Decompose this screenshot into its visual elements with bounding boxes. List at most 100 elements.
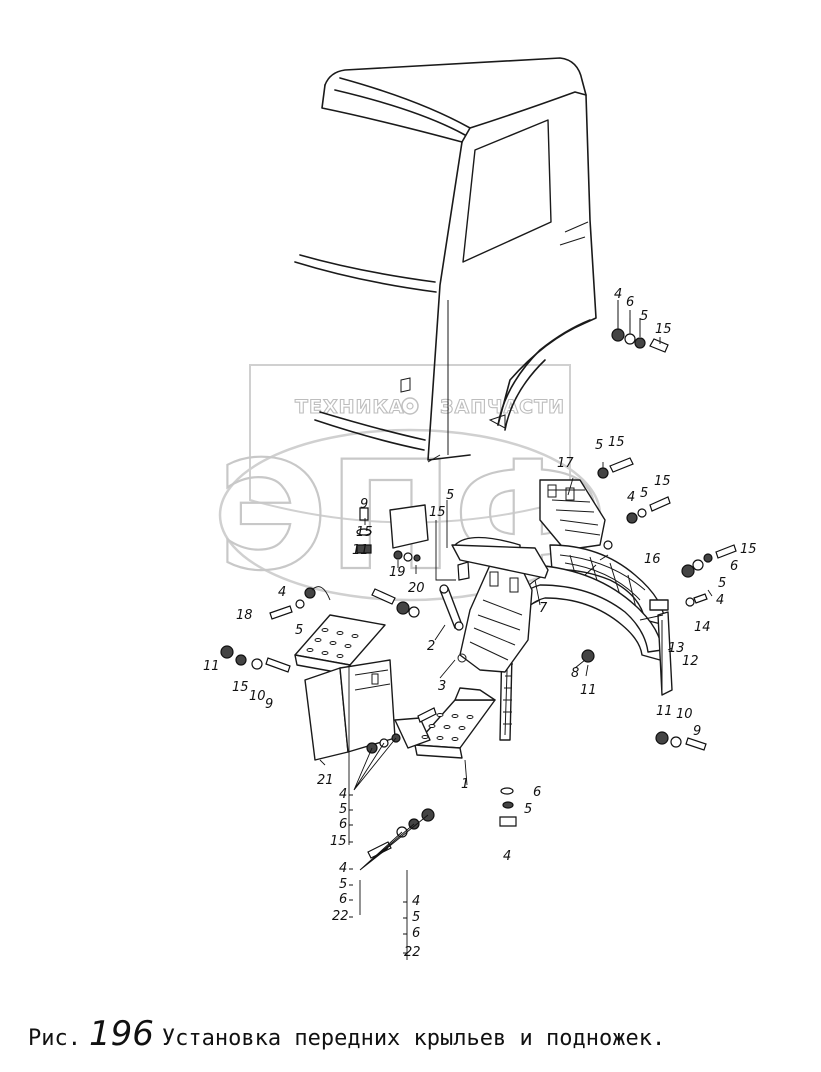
callout-label: 22	[332, 909, 349, 924]
callout-label: 5	[339, 877, 347, 892]
callout-label: 10	[676, 707, 693, 722]
lock-washer-icon	[703, 553, 713, 563]
callout-label: 5	[640, 309, 648, 324]
bolt-icon	[359, 507, 369, 521]
callout-label: 6	[339, 817, 347, 832]
part-13-bracket	[649, 593, 708, 611]
callout-label: 15	[330, 834, 347, 849]
callout-label: 14	[694, 620, 711, 635]
callout-label: 5	[446, 488, 454, 503]
nut-icon	[681, 564, 695, 578]
hardware-group-bottom	[499, 787, 517, 827]
lock-washer-icon	[634, 337, 646, 349]
callout-labels: 4 6 5 15 5 15 17 4 5 15 9 5 15 15 11 19 …	[203, 287, 757, 960]
nut-icon	[356, 544, 372, 554]
part-11-nut	[581, 649, 595, 663]
callout-label: 4	[412, 894, 420, 909]
callout-label: 4	[339, 787, 347, 802]
callout-label: 5	[295, 623, 303, 638]
callout-label: 16	[644, 552, 661, 567]
washer-icon	[251, 658, 263, 670]
callout-label: 5	[412, 910, 420, 925]
caption-prefix: Рис.	[28, 1026, 81, 1051]
washer-icon	[637, 508, 647, 518]
callout-label: 6	[412, 926, 420, 941]
part-12-mud-flap	[657, 611, 673, 696]
part-7-top-bar	[451, 544, 549, 579]
callout-label: 11	[203, 659, 220, 674]
callout-label: 15	[356, 525, 373, 540]
callout-label: 5	[524, 802, 532, 817]
part-7-shield	[451, 544, 549, 673]
exploded-view-diagram: ТЕХНИКА ЗАПЧАСТИ ЭПФ	[203, 57, 757, 960]
hardware-stack-9-15-11	[356, 507, 372, 554]
callout-label: 4	[278, 585, 286, 600]
watermark-text-left: ТЕХНИКА	[295, 396, 405, 418]
callout-label: 6	[730, 559, 738, 574]
bolt-icon	[269, 605, 293, 620]
nut-icon	[220, 645, 234, 659]
callout-label: 11	[580, 683, 597, 698]
callout-label: 7	[539, 601, 548, 616]
callout-label: 6	[533, 785, 541, 800]
nut-icon	[396, 601, 410, 615]
callout-label: 20	[408, 581, 425, 596]
callout-label: 3	[438, 679, 446, 694]
nut-icon	[611, 328, 625, 342]
hardware-group-right	[681, 544, 737, 578]
callout-label: 9	[265, 697, 273, 712]
bolt-icon	[693, 593, 708, 604]
callout-label: 11	[352, 543, 369, 558]
truck-cab	[294, 57, 597, 463]
part-1-lower-step	[394, 687, 496, 759]
washer-icon	[408, 606, 420, 618]
washer-icon	[597, 467, 609, 479]
callout-label: 15	[232, 680, 249, 695]
bolt-icon	[649, 338, 669, 353]
hardware-group-upper-right	[597, 457, 671, 524]
washer-icon	[356, 528, 372, 536]
callout-label: 15	[655, 322, 672, 337]
cab-door-window	[462, 119, 552, 263]
nut-icon	[499, 816, 517, 827]
cab-outline	[324, 57, 597, 426]
bolt-icon	[457, 561, 470, 581]
part-2-strut	[439, 584, 464, 631]
callout-label: 5	[640, 486, 648, 501]
callout-label: 8	[571, 666, 579, 681]
callout-label: 9	[360, 497, 368, 512]
callout-label: 17	[557, 456, 574, 471]
callout-label: 19	[389, 565, 406, 580]
leader-lines	[319, 300, 713, 960]
bolt-icon	[265, 657, 291, 673]
nut-icon	[655, 731, 669, 745]
lock-washer-icon	[235, 654, 247, 666]
washer-icon	[624, 333, 636, 345]
bolt-icon	[371, 588, 396, 605]
bolt-icon	[367, 841, 392, 859]
bolt-icon	[417, 707, 437, 723]
gear-icon	[401, 397, 419, 415]
lock-washer-icon	[502, 801, 514, 809]
callout-label: 5	[595, 438, 603, 453]
callout-label: 1	[461, 777, 469, 792]
washer-icon	[670, 736, 682, 748]
bolt-icon	[609, 457, 634, 473]
hardware-group-lower-right	[655, 731, 707, 751]
mounting-plate	[389, 504, 470, 581]
callout-label: 18	[236, 608, 253, 623]
bolt-icon	[649, 496, 671, 512]
caption-title: Установка передних крыльев и подножек.	[161, 1026, 666, 1051]
washer-icon	[692, 559, 704, 571]
stack-ticks	[349, 794, 407, 954]
part-18-bolt-assembly	[269, 586, 331, 620]
callout-label: 6	[339, 892, 347, 907]
callout-label: 13	[668, 641, 685, 656]
callout-label: 15	[608, 435, 625, 450]
nut-icon	[626, 512, 638, 524]
callout-label: 10	[249, 689, 266, 704]
part-21-side-plate	[304, 659, 396, 761]
washer-icon	[500, 787, 514, 795]
callout-label: 4	[339, 861, 347, 876]
